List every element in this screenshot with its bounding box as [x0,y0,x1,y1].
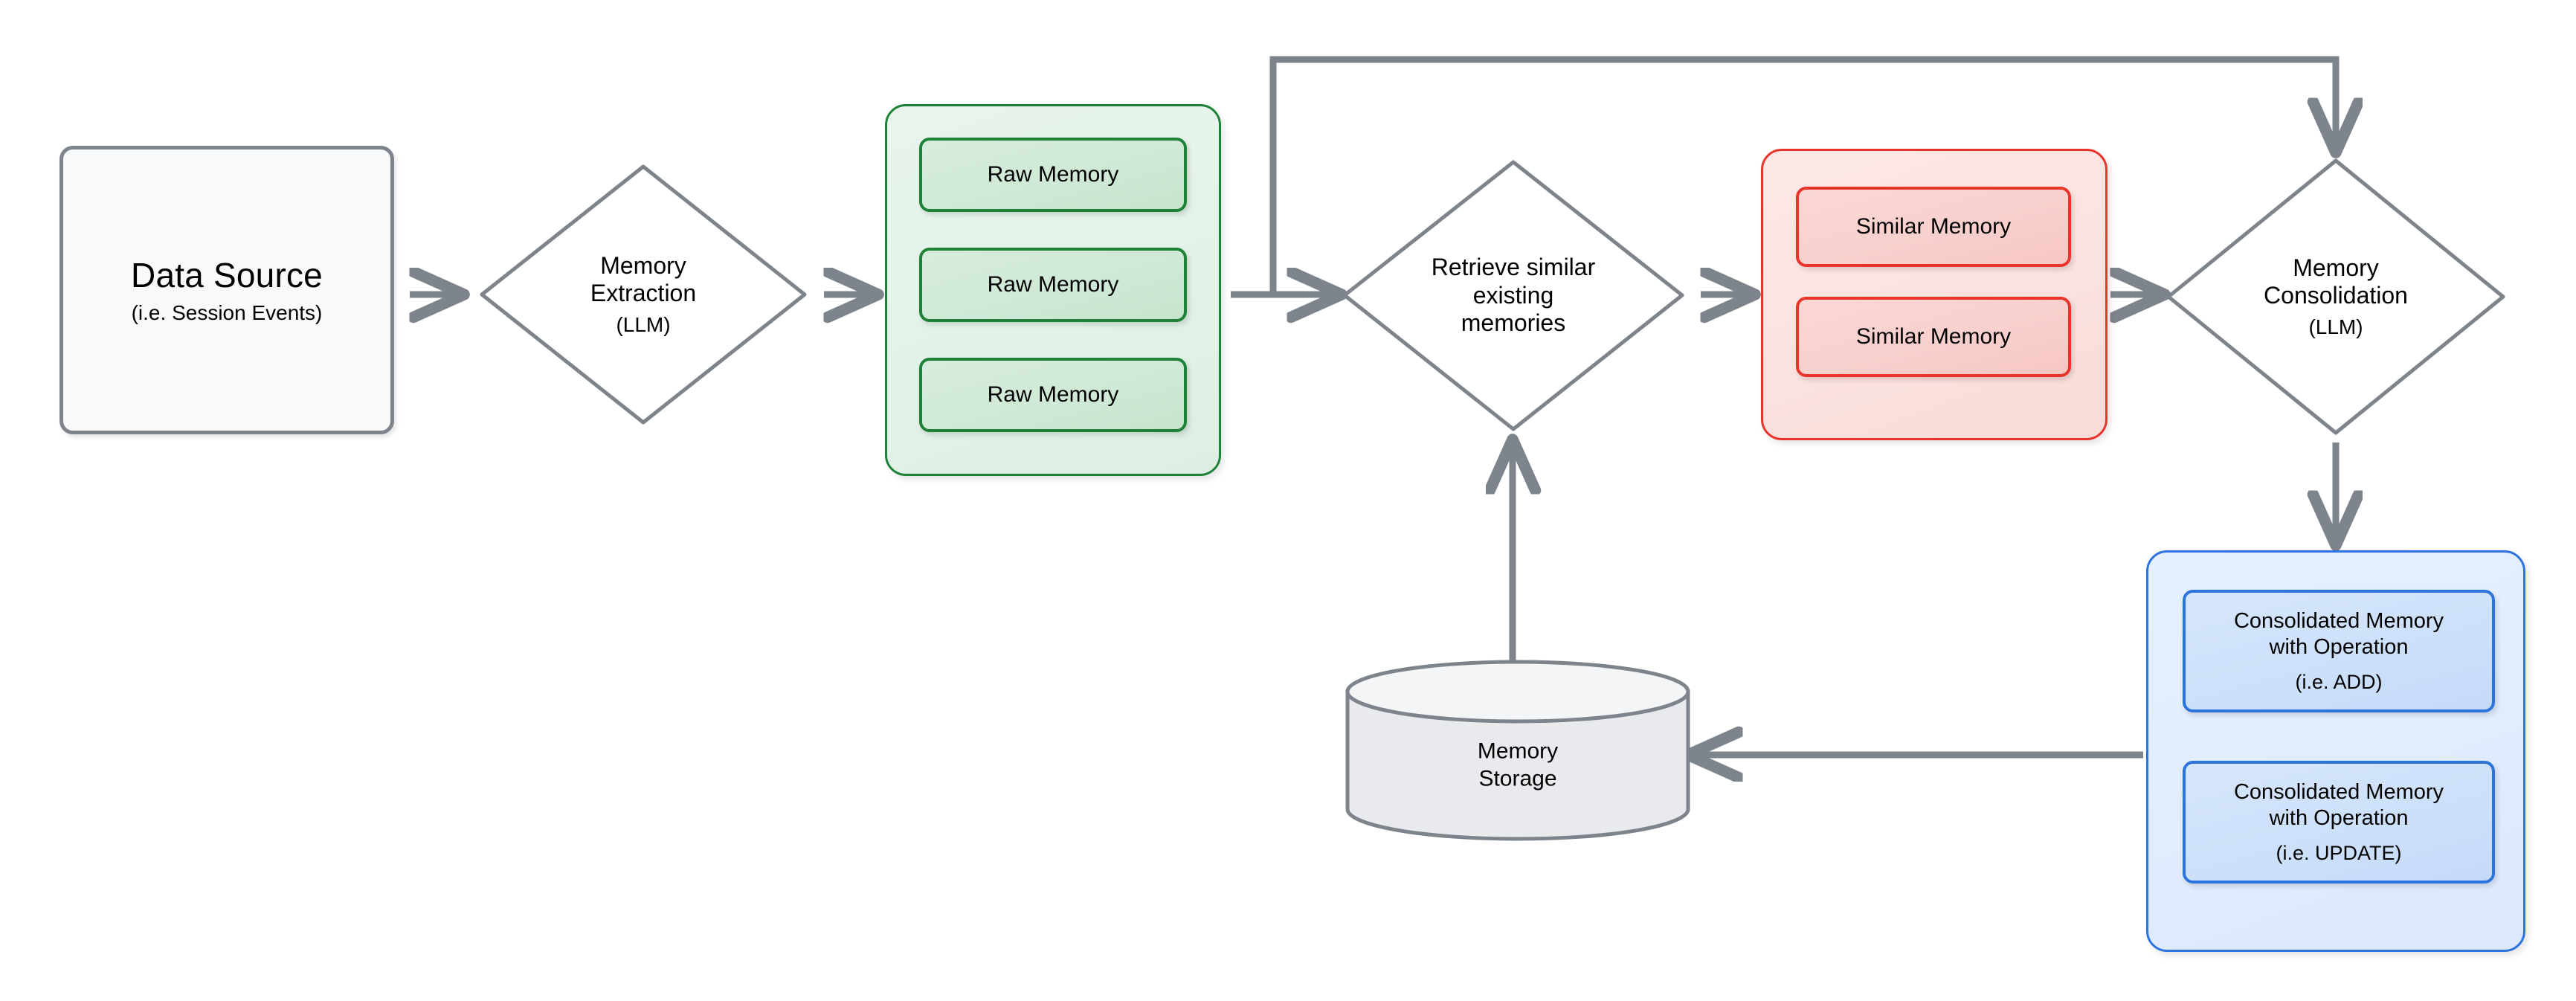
consolidated-add-operation: (i.e. ADD) [2295,671,2383,694]
raw-memory-chip-2[interactable]: Raw Memory [919,248,1187,322]
memory-extraction-line1: Memory [600,251,686,279]
memory-consolidation-line1: Memory [2293,254,2379,281]
similar-memory-chip-2[interactable]: Similar Memory [1796,297,2071,377]
memory-extraction-diamond[interactable]: Memory Extraction (LLM) [476,161,811,428]
memory-consolidation-line2: Consolidation [2264,282,2408,309]
retrieve-similar-line3: memories [1461,309,1566,337]
retrieve-similar-line1: Retrieve similar [1431,253,1596,280]
cylinder-shape [1345,660,1690,841]
similar-memory-label-2: Similar Memory [1855,324,2012,349]
memory-consolidation-label: Memory Consolidation (LLM) [2264,254,2408,340]
retrieve-similar-diamond[interactable]: Retrieve similar existing memories [1339,156,1688,435]
memory-extraction-line2: Extraction [590,280,697,307]
consolidated-update-line2: with Operation [2269,806,2409,830]
consolidated-update-operation: (i.e. UPDATE) [2276,842,2402,865]
memory-storage-line2: Storage [1478,766,1557,791]
consolidated-memory-chip-update[interactable]: Consolidated Memory with Operation (i.e.… [2183,761,2495,883]
diamond-shape [2166,158,2505,435]
memory-consolidation-subtitle: (LLM) [2308,315,2363,339]
diamond-shape [480,164,807,425]
consolidated-memory-group: Consolidated Memory with Operation (i.e.… [2146,550,2525,952]
memory-storage-line1: Memory [1477,738,1559,764]
retrieve-similar-label: Retrieve similar existing memories [1432,254,1595,338]
raw-memory-label-1: Raw Memory [987,162,1119,187]
data-source-subtitle: (i.e. Session Events) [131,301,323,324]
memory-storage-label: Memory Storage [1343,737,1693,793]
similar-memory-label-1: Similar Memory [1855,214,2012,239]
consolidated-update-line1: Consolidated Memory [2233,779,2444,804]
data-source-title: Data Source [131,256,323,294]
raw-memory-label-3: Raw Memory [987,382,1119,407]
consolidated-add-line1: Consolidated Memory [2233,608,2444,633]
raw-memory-chip-1[interactable]: Raw Memory [919,138,1187,212]
similar-memory-group: Similar Memory Similar Memory [1761,149,2108,440]
memory-storage-cylinder[interactable]: Memory Storage [1343,659,1693,842]
consolidated-memory-chip-add[interactable]: Consolidated Memory with Operation (i.e.… [2183,590,2495,712]
memory-extraction-label: Memory Extraction (LLM) [590,252,696,338]
consolidated-add-line2: with Operation [2269,635,2409,659]
raw-memory-group: Raw Memory Raw Memory Raw Memory [885,104,1221,476]
raw-memory-label-2: Raw Memory [987,272,1119,297]
diamond-shape [1342,160,1684,431]
similar-memory-chip-1[interactable]: Similar Memory [1796,187,2071,267]
retrieve-similar-line2: existing [1472,281,1554,309]
memory-extraction-subtitle: (LLM) [616,313,671,337]
memory-consolidation-diamond[interactable]: Memory Consolidation (LLM) [2163,155,2509,439]
data-source-box[interactable]: Data Source (i.e. Session Events) [59,146,394,434]
raw-memory-chip-3[interactable]: Raw Memory [919,358,1187,432]
